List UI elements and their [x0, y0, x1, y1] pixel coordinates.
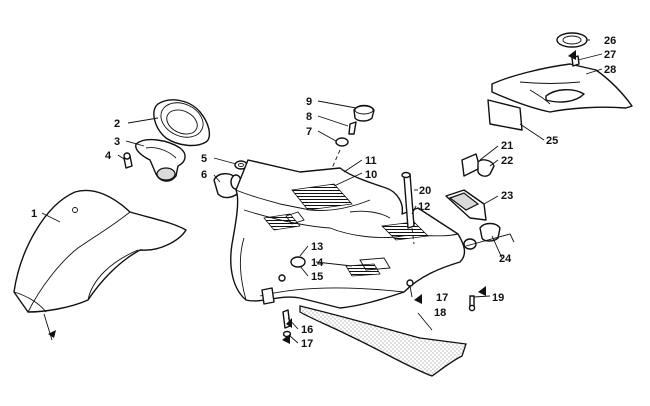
part-25-lens: [487, 99, 523, 131]
part-10-console-body: [230, 159, 466, 309]
callout-17-lower: 17: [301, 338, 313, 350]
callout-9: 9: [306, 96, 312, 108]
callout-5: 5: [201, 153, 207, 165]
part-15-grommet: [290, 256, 306, 268]
callout-13: 13: [311, 241, 323, 253]
callout-1: 1: [31, 208, 37, 220]
callout-6: 6: [201, 169, 207, 181]
part-8-screw: [348, 121, 357, 135]
callout-3: 3: [114, 136, 120, 148]
callout-19: 19: [492, 292, 504, 304]
callout-20: 20: [419, 185, 431, 197]
part-22-plug: [477, 159, 495, 177]
callout-labels: 1 2 3 4 5 6 7 8 9 10 11 12 13 14 15 16 1…: [31, 35, 616, 350]
callout-12: 12: [418, 201, 430, 213]
callout-7: 7: [306, 126, 312, 138]
callout-8: 8: [306, 111, 312, 123]
callout-23: 23: [501, 190, 513, 202]
part-1-front-cowl: [13, 189, 187, 341]
part-24-plug: [463, 222, 515, 250]
callout-11: 11: [365, 155, 377, 167]
part-18-pad: [299, 305, 467, 377]
callout-21: 21: [501, 140, 513, 152]
callout-28: 28: [604, 64, 616, 76]
part-28-upper-panel: [491, 63, 633, 113]
part-20-bolt: [401, 171, 415, 245]
marker-arrows: [48, 50, 576, 344]
callout-25: 25: [546, 135, 558, 147]
callout-24: 24: [499, 253, 512, 265]
callout-27: 27: [604, 49, 616, 61]
callout-4: 4: [105, 150, 112, 162]
callout-17-right: 17: [436, 292, 448, 304]
part-3-gauge-mount: [135, 138, 186, 182]
part-2-gauge-housing: [153, 99, 211, 147]
leader-lines: [41, 39, 603, 344]
callout-16: 16: [301, 324, 313, 336]
part-19-screw: [468, 295, 476, 312]
callout-10: 10: [365, 169, 377, 181]
part-4-screw: [123, 152, 133, 169]
part-23-bracket: [445, 189, 487, 221]
part-9-cap: [353, 104, 375, 122]
callout-15: 15: [311, 271, 323, 283]
part-26-gasket: [556, 32, 588, 48]
callout-22: 22: [501, 155, 513, 167]
callout-2: 2: [114, 118, 120, 130]
callout-26: 26: [604, 35, 616, 47]
callout-14: 14: [311, 257, 324, 269]
callout-18: 18: [434, 307, 446, 319]
